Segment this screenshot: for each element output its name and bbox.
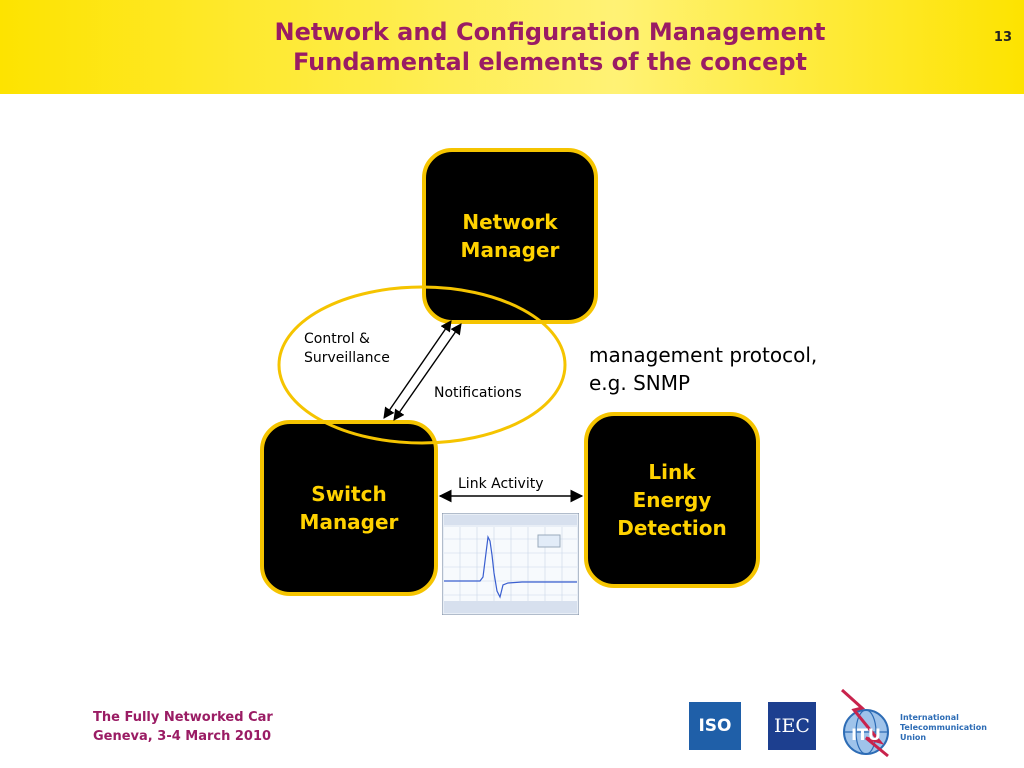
link-activity-label: Link Activity: [458, 476, 544, 492]
footer-location-date: Geneva, 3-4 March 2010: [93, 729, 272, 744]
itu-logo: ITU: [840, 688, 889, 758]
network-manager-box: Network Manager: [422, 148, 598, 324]
switch-manager-box: Switch Manager: [260, 420, 438, 596]
footer: The Fully Networked Car Geneva, 3-4 Marc…: [93, 708, 273, 746]
notifications-label: Notifications: [434, 385, 522, 401]
slide-title-line1: Network and Configuration Management: [274, 18, 826, 46]
control-surveillance-label: Control & Surveillance: [304, 331, 390, 366]
control-arrow: [383, 320, 452, 419]
itu-name-text: International Telecommunication Union: [900, 713, 987, 742]
iec-logo: IEC: [768, 702, 816, 750]
iso-logo: ISO: [689, 702, 741, 750]
switch-manager-label: Switch Manager: [299, 482, 399, 534]
itu-logo-text: ITU: [851, 725, 881, 744]
iso-logo-text: ISO: [698, 716, 732, 736]
iec-logo-text: IEC: [774, 715, 810, 737]
link-energy-detection-label: Link Energy Detection: [617, 460, 727, 540]
oscilloscope-screenshot: [442, 513, 579, 615]
network-manager-label: Network Manager: [460, 210, 560, 262]
link-energy-detection-box: Link Energy Detection: [584, 412, 760, 588]
slide-number: 13: [993, 30, 1012, 45]
management-protocol-label: management protocol, e.g. SNMP: [589, 343, 818, 395]
header-bar: [0, 0, 1024, 94]
slide-title-line2: Fundamental elements of the concept: [292, 48, 808, 76]
notifications-arrow: [393, 323, 462, 421]
footer-event-name: The Fully Networked Car: [93, 710, 273, 725]
